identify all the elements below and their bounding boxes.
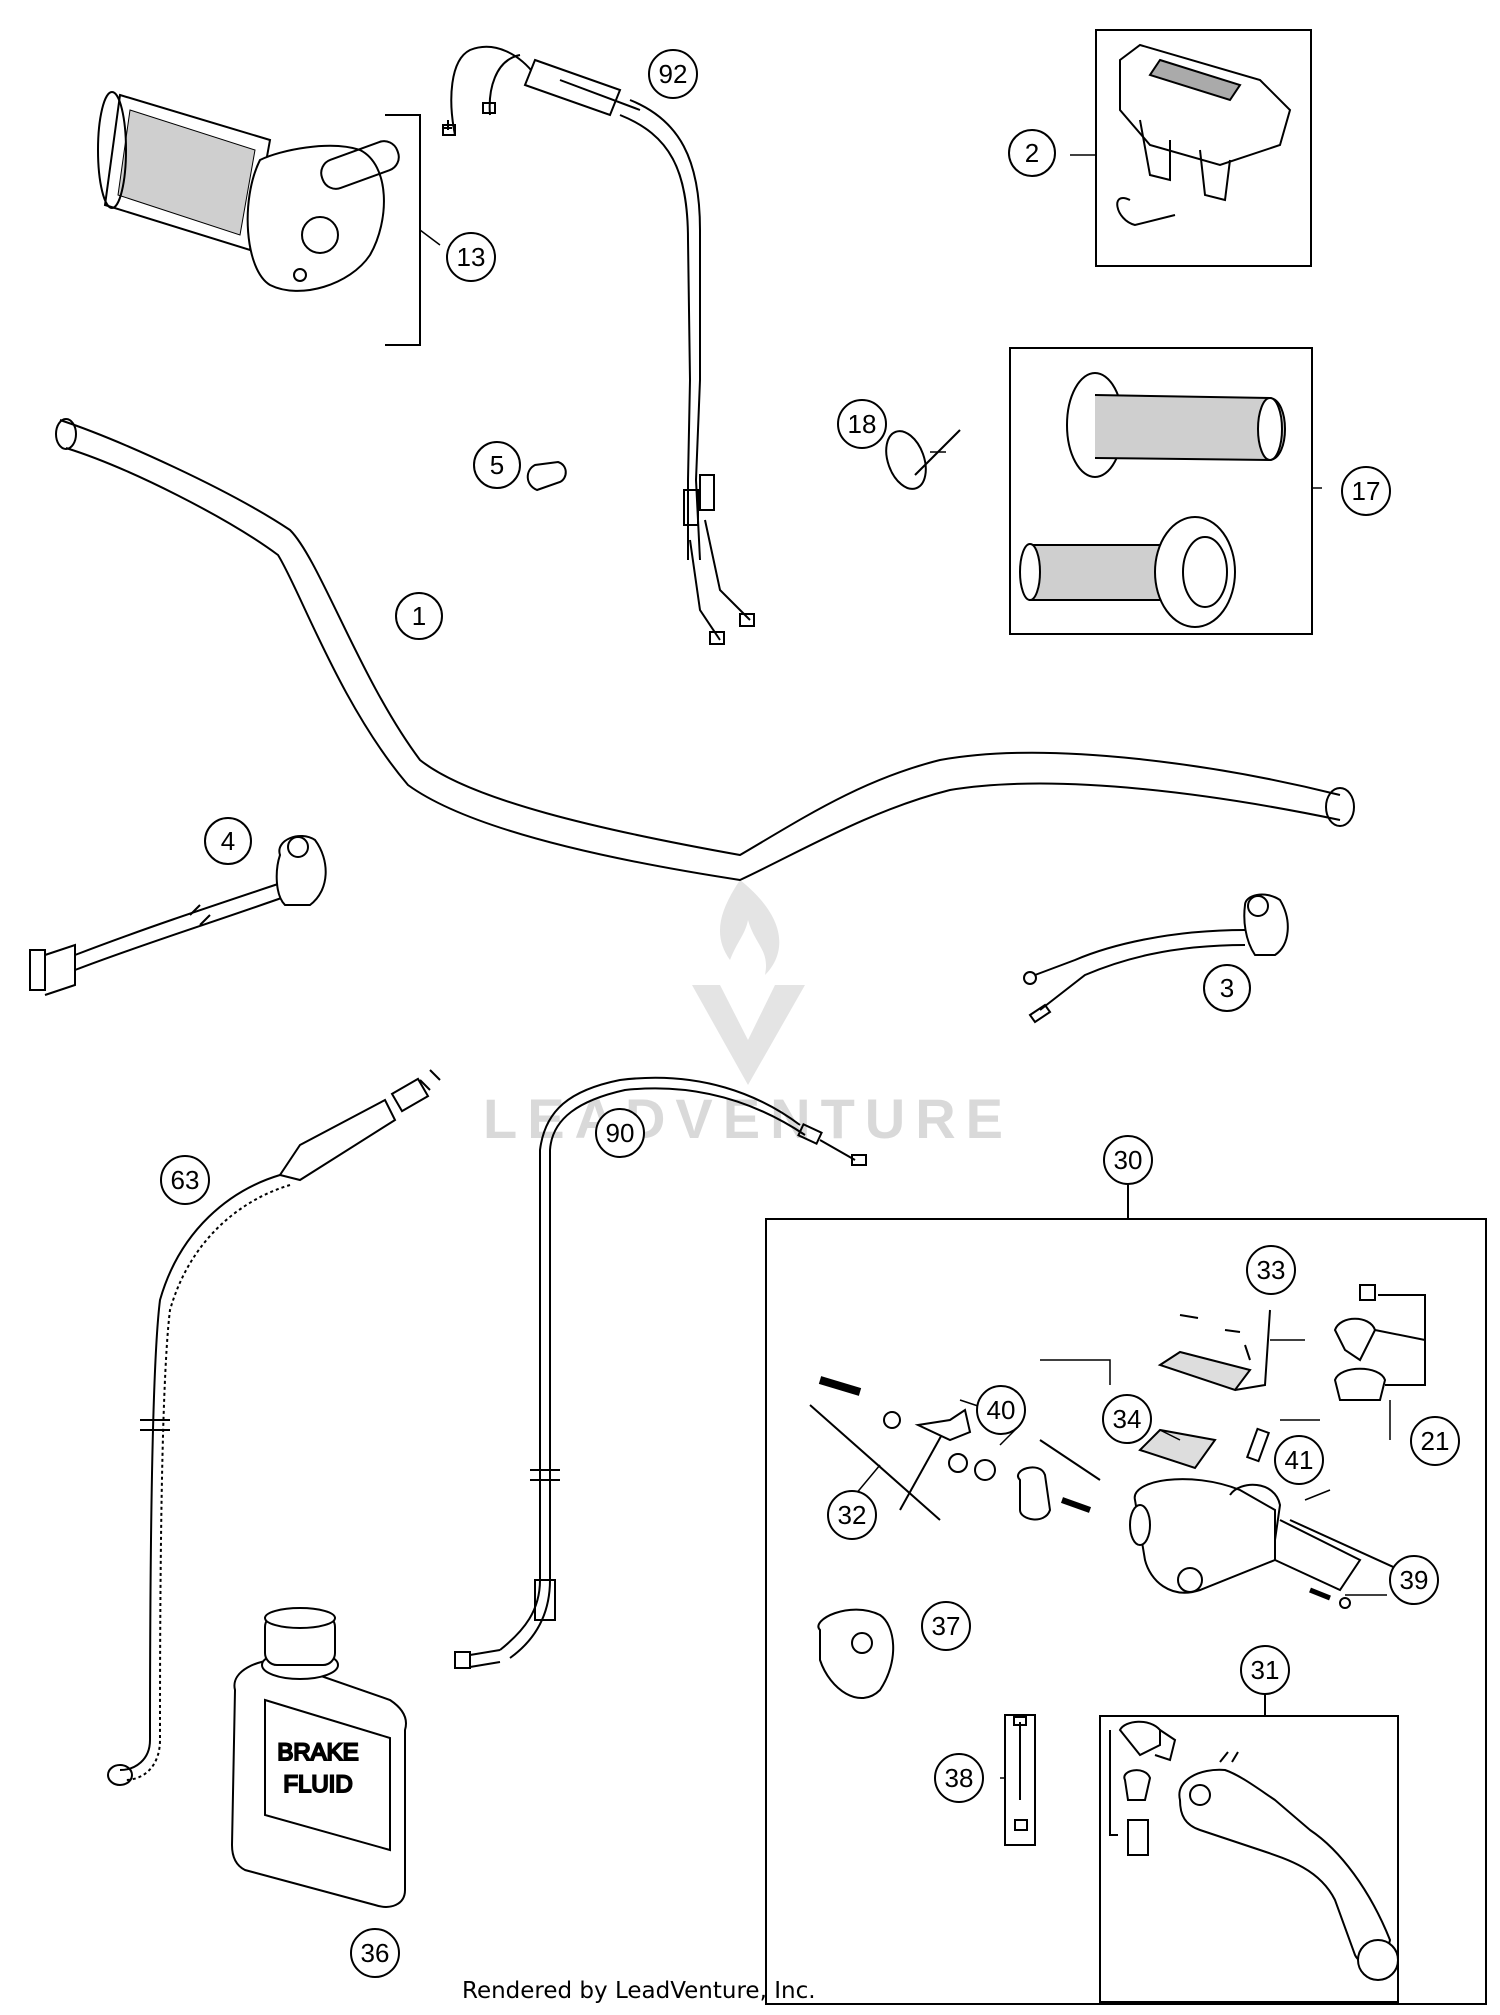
callout-33: 33 bbox=[1246, 1245, 1296, 1295]
callout-1: 1 bbox=[395, 592, 443, 640]
callout-21-label: 21 bbox=[1421, 1426, 1450, 1456]
callout-63-label: 63 bbox=[171, 1165, 200, 1195]
callout-63: 63 bbox=[160, 1155, 210, 1205]
handlebar bbox=[55, 418, 1355, 882]
callout-13-label: 13 bbox=[457, 242, 486, 272]
watermark-text: LEADVENTURE bbox=[483, 1087, 1013, 1150]
callout-3-label: 3 bbox=[1220, 973, 1234, 1003]
switch-housing-box bbox=[1095, 29, 1312, 267]
callout-1-label: 1 bbox=[412, 601, 426, 631]
brake-line bbox=[107, 1069, 441, 1786]
callout-4: 4 bbox=[204, 817, 252, 865]
footer-credit: Rendered by LeadVenture, Inc. bbox=[462, 1978, 816, 2004]
callout-92: 92 bbox=[648, 49, 698, 99]
callout-34: 34 bbox=[1102, 1394, 1152, 1444]
throttle-grip bbox=[97, 91, 421, 346]
throttle-cables bbox=[442, 45, 755, 645]
callout-40-label: 40 bbox=[987, 1395, 1016, 1425]
callout-41: 41 bbox=[1274, 1435, 1324, 1485]
lever-box bbox=[1099, 1690, 1399, 2003]
callout-90: 90 bbox=[595, 1108, 645, 1158]
callout-38: 38 bbox=[934, 1753, 984, 1803]
callout-30-label: 30 bbox=[1114, 1145, 1143, 1175]
callout-38-label: 38 bbox=[945, 1763, 974, 1793]
brake-fluid-line-2: FLUID bbox=[283, 1771, 352, 1798]
callout-40: 40 bbox=[976, 1385, 1026, 1435]
callout-4-label: 4 bbox=[221, 826, 235, 856]
callout-18-label: 18 bbox=[848, 409, 877, 439]
leader-lines bbox=[419, 154, 1391, 1779]
callout-5-label: 5 bbox=[490, 450, 504, 480]
callout-5: 5 bbox=[473, 441, 521, 489]
clutch-cable bbox=[454, 1076, 867, 1669]
callout-21: 21 bbox=[1410, 1416, 1460, 1466]
callout-32: 32 bbox=[827, 1490, 877, 1540]
brake-fluid-can: BRAKE FLUID bbox=[230, 1607, 408, 1908]
callout-30: 30 bbox=[1103, 1135, 1153, 1185]
callout-17-label: 17 bbox=[1352, 476, 1381, 506]
master-cylinder-box bbox=[765, 1180, 1487, 2005]
cable-tie bbox=[885, 429, 961, 490]
callout-39: 39 bbox=[1389, 1555, 1439, 1605]
watermark-logo bbox=[692, 880, 805, 1085]
callout-2: 2 bbox=[1008, 129, 1056, 177]
callout-36-label: 36 bbox=[361, 1938, 390, 1968]
callout-90-label: 90 bbox=[606, 1118, 635, 1148]
callout-33-label: 33 bbox=[1257, 1255, 1286, 1285]
callout-3: 3 bbox=[1203, 964, 1251, 1012]
callout-13: 13 bbox=[446, 232, 496, 282]
callout-36: 36 bbox=[350, 1928, 400, 1978]
right-switch bbox=[1023, 893, 1289, 1024]
callout-31-label: 31 bbox=[1251, 1655, 1280, 1685]
callout-37: 37 bbox=[921, 1601, 971, 1651]
callout-34-label: 34 bbox=[1113, 1404, 1142, 1434]
callout-37-label: 37 bbox=[932, 1611, 961, 1641]
clip-part bbox=[526, 460, 567, 492]
callout-32-label: 32 bbox=[838, 1500, 867, 1530]
callout-41-label: 41 bbox=[1285, 1445, 1314, 1475]
left-switch bbox=[29, 835, 327, 996]
callout-92-label: 92 bbox=[659, 59, 688, 89]
callout-17: 17 bbox=[1341, 466, 1391, 516]
grips-box bbox=[1009, 347, 1313, 635]
brake-fluid-line-1: BRAKE bbox=[277, 1739, 358, 1766]
callout-39-label: 39 bbox=[1400, 1565, 1429, 1595]
callout-2-label: 2 bbox=[1025, 138, 1039, 168]
callout-31: 31 bbox=[1240, 1645, 1290, 1695]
callout-18: 18 bbox=[837, 399, 887, 449]
